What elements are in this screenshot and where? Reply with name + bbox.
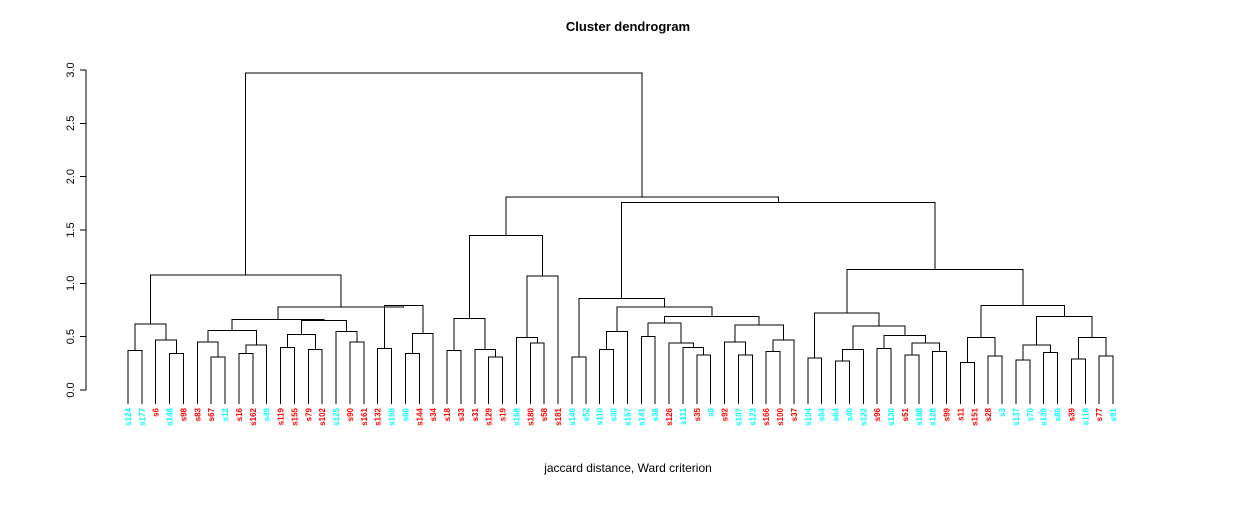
y-tick-label: 1.5 xyxy=(65,222,77,237)
leaf-label: s125 xyxy=(332,407,341,425)
leaf-label: s139 xyxy=(1040,407,1049,425)
leaf-label: s96 xyxy=(873,407,882,421)
leaf-label: s19 xyxy=(499,407,508,421)
x-axis-caption: jaccard distance, Ward criterion xyxy=(543,461,712,475)
leaf-label: s3 xyxy=(998,407,1007,416)
leaf-label: s157 xyxy=(623,407,632,425)
leaf-label: s181 xyxy=(554,407,563,425)
leaf-label: s70 xyxy=(1026,407,1035,421)
leaf-label: s16 xyxy=(235,407,244,421)
leaf-label: s177 xyxy=(138,407,147,425)
leaf-label: s130 xyxy=(887,407,896,425)
leaf-label: s129 xyxy=(485,407,494,425)
leaf-label: s85 xyxy=(1054,407,1063,421)
leaf-label: s77 xyxy=(1095,407,1104,421)
leaf-label: s91 xyxy=(1109,407,1118,421)
leaf-label: s58 xyxy=(540,407,549,421)
leaf-label: s67 xyxy=(207,407,216,421)
y-tick-label: 0.5 xyxy=(65,329,77,344)
leaf-label: s92 xyxy=(721,407,730,421)
leaf-label: s37 xyxy=(790,407,799,421)
leaf-label: s144 xyxy=(415,407,424,425)
leaf-label: s35 xyxy=(693,407,702,421)
y-tick-label: 3.0 xyxy=(65,62,77,77)
leaf-label: s79 xyxy=(304,407,313,421)
leaf-label: s128 xyxy=(929,407,938,425)
leaf-label: s28 xyxy=(984,407,993,421)
leaf-label: s166 xyxy=(762,407,771,425)
leaf-label: s119 xyxy=(277,407,286,425)
leaf-label: s99 xyxy=(943,407,952,421)
leaf-label: s110 xyxy=(596,407,605,425)
leaf-label: s124 xyxy=(124,407,133,425)
chart-title: Cluster dendrogram xyxy=(566,19,690,34)
leaf-label: s123 xyxy=(748,407,757,425)
leaf-label: s140 xyxy=(568,407,577,425)
leaf-label: s148 xyxy=(166,407,175,425)
leaf-label: s137 xyxy=(1012,407,1021,425)
leaf-label: s51 xyxy=(901,407,910,421)
leaf-label: s158 xyxy=(512,407,521,425)
leaf-label: s83 xyxy=(193,407,202,421)
leaf-label: s11 xyxy=(956,407,965,420)
leaf-label: s161 xyxy=(360,407,369,425)
leaf-label: s49 xyxy=(263,407,272,421)
leaf-label: s132 xyxy=(374,407,383,425)
leaf-label: s151 xyxy=(970,407,979,425)
leaf-label: s36 xyxy=(651,407,660,421)
leaf-label: s52 xyxy=(582,407,591,421)
leaf-label: s98 xyxy=(179,407,188,421)
leaf-label: s30 xyxy=(610,407,619,421)
leaf-label: s104 xyxy=(804,407,813,425)
leaf-label: s9 xyxy=(707,407,716,416)
leaf-label: s180 xyxy=(526,407,535,425)
leaf-label: s102 xyxy=(318,407,327,425)
leaf-label: s155 xyxy=(290,407,299,425)
dendrogram-branches xyxy=(127,72,1114,404)
y-tick-label: 2.5 xyxy=(65,116,77,131)
leaf-label: s40 xyxy=(845,407,854,421)
leaf-label: s122 xyxy=(859,407,868,425)
y-tick-label: 0.0 xyxy=(65,382,77,397)
leaf-label: s159 xyxy=(388,407,397,425)
leaf-label: s111 xyxy=(679,407,688,424)
y-tick-label: 2.0 xyxy=(65,169,77,184)
leaf-label: s188 xyxy=(915,407,924,425)
leaf-label: s90 xyxy=(346,407,355,421)
leaf-label: s64 xyxy=(832,407,841,421)
leaf-labels: s124 s177 s6 s148 s98 s83 s67 s12 s16 s162 s49 s119… xyxy=(124,407,1118,425)
leaf-label: s31 xyxy=(471,407,480,421)
leaf-label: s107 xyxy=(734,407,743,425)
leaf-label: s39 xyxy=(1067,407,1076,421)
leaf-label: s33 xyxy=(457,407,466,421)
leaf-label: s126 xyxy=(665,407,674,425)
leaf-label: s100 xyxy=(776,407,785,425)
leaf-label: s162 xyxy=(249,407,258,425)
y-tick-label: 1.0 xyxy=(65,276,77,291)
leaf-label: s34 xyxy=(429,407,438,421)
leaf-label: s54 xyxy=(818,407,827,421)
leaf-label: s141 xyxy=(637,407,646,425)
y-axis: 0.0 0.5 1.0 1.5 2.0 2.5 3.0 xyxy=(65,62,87,398)
leaf-label: s118 xyxy=(1081,407,1090,425)
leaf-label: s6 xyxy=(152,407,161,416)
leaf-label: s18 xyxy=(443,407,452,421)
leaf-label: s66 xyxy=(401,407,410,421)
leaf-label: s12 xyxy=(221,407,230,421)
